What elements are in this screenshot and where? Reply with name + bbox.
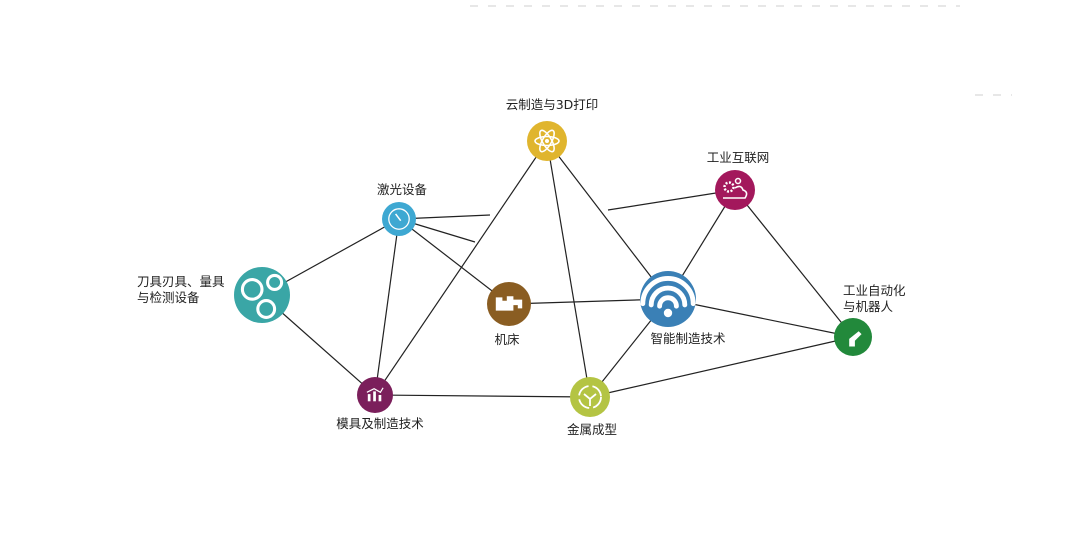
edge-cloud3d-mold bbox=[374, 140, 548, 396]
label-line: 与检测设备 bbox=[137, 290, 200, 305]
edge-laser-machine bbox=[398, 218, 510, 305]
edge-iiot-c bbox=[607, 189, 736, 211]
wifi-icon bbox=[640, 276, 696, 318]
edge-cloud3d-metal bbox=[546, 140, 591, 398]
node-tools bbox=[234, 267, 290, 323]
molecule-icon bbox=[240, 273, 284, 319]
label-line: 刀具刃具、量具 bbox=[137, 274, 225, 289]
edge-laser-mold bbox=[374, 218, 400, 396]
label-line: 工业自动化 bbox=[843, 283, 906, 298]
label-line: 与机器人 bbox=[843, 299, 894, 314]
robot-arm-icon bbox=[849, 331, 862, 347]
node-laser bbox=[382, 202, 416, 236]
gauge-icon bbox=[388, 208, 410, 230]
node-label-mold: 模具及制造技术 bbox=[336, 416, 424, 431]
node-label-machine: 机床 bbox=[494, 332, 520, 347]
node-circle bbox=[715, 170, 755, 210]
node-label-iiot: 工业互联网 bbox=[706, 150, 770, 165]
edge-cloud3d-smart bbox=[546, 140, 669, 300]
node-label-smart: 智能制造技术 bbox=[650, 331, 726, 346]
gears-cloud-icon bbox=[723, 177, 748, 199]
edge-mold-metal bbox=[374, 394, 591, 398]
edge-metal-robot bbox=[589, 336, 854, 398]
node-label-tools: 刀具刃具、量具 与检测设备 bbox=[137, 274, 225, 306]
edge-iiot-robot bbox=[734, 189, 854, 338]
chart-icon bbox=[366, 387, 384, 402]
node-cloud3d bbox=[527, 121, 567, 161]
node-label-robot: 工业自动化 与机器人 bbox=[843, 283, 906, 315]
node-label-cloud3d: 云制造与3D打印 bbox=[505, 97, 599, 112]
node-iiot bbox=[715, 170, 755, 210]
node-metal bbox=[570, 377, 610, 417]
node-mold bbox=[357, 377, 393, 413]
node-machine bbox=[487, 282, 531, 326]
node-circle bbox=[570, 377, 610, 417]
atom-icon bbox=[534, 129, 560, 153]
node-robot bbox=[834, 318, 872, 356]
recycle-icon bbox=[578, 385, 602, 409]
node-label-laser: 激光设备 bbox=[376, 182, 428, 197]
node-smart bbox=[640, 271, 696, 327]
machine-tool-icon bbox=[495, 296, 523, 311]
edge-smart-robot bbox=[667, 298, 854, 338]
node-label-metal: 金属成型 bbox=[566, 422, 618, 437]
